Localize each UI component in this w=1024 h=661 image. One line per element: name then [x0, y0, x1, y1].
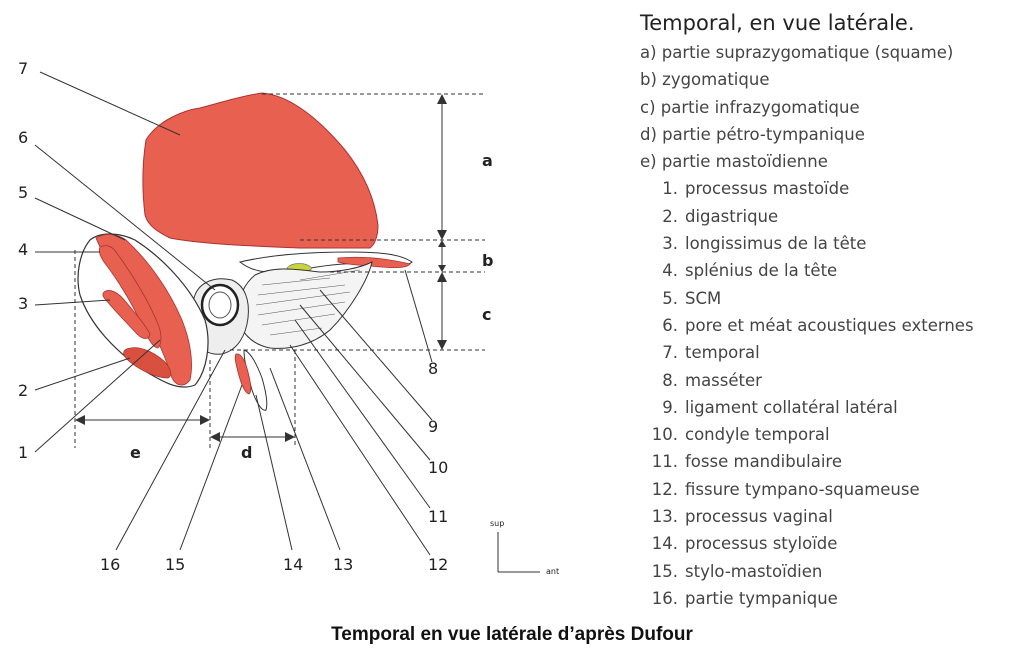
- fig-num-15: 15: [165, 555, 185, 574]
- structure-item: 9.ligament collatéral latéral: [662, 397, 898, 417]
- temporal-bone-diagram: 7 6 5 4 3 2 1 8 9 10 11 12 13 14 15 16 a…: [18, 59, 559, 576]
- figure-caption: Temporal en vue latérale d’après Dufour: [331, 624, 693, 645]
- fig-num-14: 14: [283, 555, 303, 574]
- fig-num-9: 9: [428, 417, 438, 436]
- structure-item: 15.stylo-mastoïdien: [651, 561, 823, 581]
- fig-num-13: 13: [333, 555, 353, 574]
- structure-item: 3.longissimus de la tête: [662, 234, 867, 254]
- structure-item: 6.pore et méat acoustiques externes: [662, 315, 974, 335]
- structure-item: 5.SCM: [662, 288, 722, 308]
- structure-item: 7.temporal: [662, 343, 760, 363]
- fig-num-11: 11: [428, 507, 448, 526]
- longissimus-muscle: [102, 290, 151, 339]
- splenius-muscle: [98, 245, 162, 349]
- fig-num-2: 2: [18, 381, 28, 400]
- part-d: d) partie pétro-tympanique: [640, 124, 865, 144]
- fig-num-6: 6: [18, 128, 28, 147]
- stylomastoid-muscle: [234, 353, 252, 395]
- orientation-sup: sup: [490, 519, 504, 528]
- structure-item: 11.fosse mandibulaire: [651, 452, 842, 472]
- structure-item: 2.digastrique: [662, 206, 779, 226]
- legend: Temporal, en vue latérale. a) partie sup…: [640, 10, 1020, 612]
- fig-letter-d: d: [241, 443, 252, 462]
- part-b: b) zygomatique: [640, 70, 770, 90]
- fig-num-1: 1: [18, 443, 28, 462]
- fig-num-4: 4: [18, 240, 28, 259]
- orientation-ant: ant: [546, 567, 559, 576]
- structure-item: 16.partie tympanique: [651, 588, 838, 608]
- digastric-muscle: [123, 347, 172, 379]
- structure-item: 14.processus styloïde: [651, 534, 838, 554]
- structure-item: 10.condyle temporal: [651, 425, 830, 445]
- structure-item: 12.fissure tympano-squameuse: [651, 479, 920, 499]
- fig-letter-a: a: [482, 151, 493, 170]
- part-c: c) partie infrazygomatique: [640, 97, 860, 117]
- fig-num-7: 7: [18, 59, 28, 78]
- structure-item: 4.splénius de la tête: [662, 261, 838, 281]
- petrotympanic-body: [237, 261, 373, 349]
- fig-num-8: 8: [428, 359, 438, 378]
- part-e: e) partie mastoïdienne: [640, 152, 828, 172]
- fig-letter-b: b: [482, 251, 493, 270]
- fig-letter-e: e: [130, 443, 141, 462]
- fig-num-3: 3: [18, 294, 28, 313]
- fig-num-10: 10: [428, 458, 448, 477]
- fig-num-12: 12: [428, 555, 448, 574]
- structure-item: 8.masséter: [662, 370, 762, 390]
- masseter-strip: [337, 256, 411, 269]
- fig-num-16: 16: [100, 555, 120, 574]
- fig-letter-c: c: [482, 305, 491, 324]
- temporal-muscle-area: [142, 92, 379, 249]
- structure-item: 1.processus mastoïde: [662, 179, 850, 199]
- fig-num-5: 5: [18, 183, 28, 202]
- structure-item: 13.processus vaginal: [651, 507, 833, 527]
- legend-title: Temporal, en vue latérale.: [640, 11, 915, 35]
- part-a: a) partie suprazygomatique (squame): [640, 43, 954, 62]
